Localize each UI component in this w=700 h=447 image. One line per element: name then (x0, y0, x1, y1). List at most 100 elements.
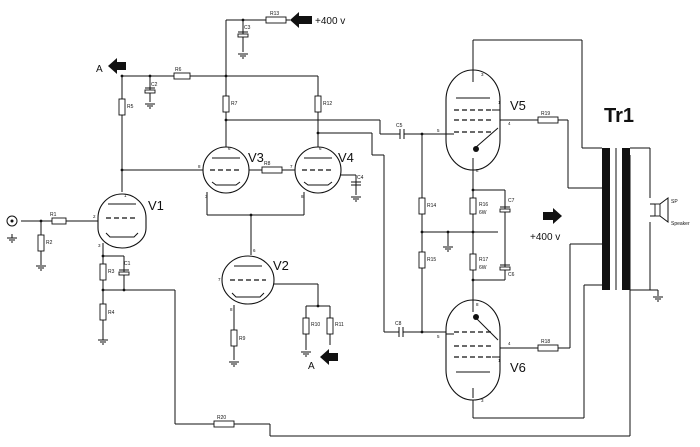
v4-pin7: 7 (290, 164, 293, 169)
v1-label: V1 (148, 198, 164, 213)
r17-label: R17 (479, 257, 488, 263)
resistor-r17: R17 6W (469, 253, 488, 271)
resistor-r2: R2 (37, 234, 53, 252)
v3-pin3: 3 (205, 194, 208, 199)
speaker-sp-label: SP (671, 199, 678, 205)
v6-pin1: 1 (498, 358, 501, 363)
capacitor-c6: C6 (499, 264, 515, 278)
r16-rating: 6W (479, 210, 487, 216)
resistor-r6: R6 (173, 67, 191, 80)
resistor-r5: R5 (118, 98, 134, 116)
v4-label: V4 (338, 150, 354, 165)
r13-label: R13 (270, 11, 279, 17)
ground-symbols (7, 53, 663, 367)
resistor-r11: R11 (326, 317, 344, 335)
r10-label: R10 (311, 322, 320, 328)
capacitor-c5: C5 (396, 123, 405, 139)
resistor-r7: R7 (222, 95, 238, 113)
resistor-r20: R20 (213, 415, 235, 428)
resistor-r15: R15 (418, 251, 436, 269)
resistor-r16: R16 6W (469, 197, 488, 216)
v2-label: V2 (273, 258, 289, 273)
c7-label: C7 (508, 198, 515, 204)
v6-pin4: 4 (508, 341, 511, 346)
resistor-r9: R9 (230, 329, 246, 347)
resistor-r4: R4 (99, 303, 115, 321)
resistor-r14: R14 (418, 197, 436, 215)
r17-rating: 6W (479, 265, 487, 271)
r18-label: R18 (541, 339, 550, 345)
r15-label: R15 (427, 257, 436, 263)
resistor-r12: R12 (314, 95, 332, 113)
v2-pin8: 8 (230, 307, 233, 312)
v1-pin3: 3 (98, 243, 101, 248)
supply-top-label: +400 v (315, 16, 345, 27)
r1-label: R1 (50, 212, 57, 218)
r7-label: R7 (231, 101, 238, 107)
r8-label: R8 (264, 161, 271, 167)
input-jack[interactable] (6, 215, 18, 227)
node-a-left-label: A (96, 64, 103, 75)
resistor-r13: R13 (265, 11, 287, 24)
r6-label: R6 (175, 67, 182, 73)
capacitor-c2: C2 (144, 82, 158, 94)
tube-v1: 1 2 3 V1 (93, 193, 164, 249)
v5-pin4: 4 (508, 121, 511, 126)
capacitor-c1: C1 (118, 261, 131, 276)
v6-pin3: 3 (481, 398, 484, 403)
supply-arrow-top: +400 v (290, 12, 345, 28)
r11-label: R11 (335, 322, 344, 328)
node-a-bottom-label: A (308, 361, 315, 372)
tube-v5: 3 1 4 5 8 V5 (437, 69, 526, 175)
output-transformer-tr1: Tr1 (602, 105, 634, 290)
node-arrow-a-left: A (96, 58, 126, 75)
tube-v4: 6 7 8 V4 (290, 146, 354, 199)
r19-label: R19 (541, 111, 550, 117)
resistor-r18: R18 (537, 339, 559, 352)
v2-pin6: 6 (253, 248, 256, 253)
node-arrow-a-bottom: A (308, 349, 338, 372)
v5-pin1: 1 (498, 100, 501, 105)
v6-label: V6 (510, 360, 526, 375)
r9-label: R9 (239, 336, 246, 342)
tube-v6: 8 1 4 5 3 V6 (437, 299, 526, 403)
v3-label: V3 (248, 150, 264, 165)
v3-pin6: 6 (228, 146, 231, 151)
c5-label: C5 (396, 123, 403, 129)
resistor-r10: R10 (302, 317, 320, 335)
r3-label: R3 (108, 269, 115, 275)
resistor-r1: R1 (50, 212, 67, 225)
capacitor-c4: C4 (351, 175, 364, 186)
v5-pin8: 8 (476, 168, 479, 173)
v6-pin5: 5 (437, 334, 440, 339)
resistor-r19: R19 (537, 111, 559, 124)
resistor-r8: R8 (261, 161, 283, 174)
c3-label: C3 (244, 25, 251, 31)
tube-v2: 6 7 8 V2 (218, 248, 289, 312)
supply-right-label: +400 v (530, 232, 560, 243)
speaker-name-label: Speaker (671, 221, 690, 227)
capacitor-c8: C8 (395, 321, 404, 337)
tube-v3: 6 8 3 V3 (198, 146, 264, 199)
supply-arrow-right: +400 v (530, 208, 562, 243)
r20-label: R20 (217, 415, 226, 421)
v6-pin8: 8 (476, 302, 479, 307)
r12-label: R12 (323, 101, 332, 107)
c2-label: C2 (151, 82, 158, 88)
v1-pin2: 2 (93, 214, 96, 219)
c8-label: C8 (395, 321, 402, 327)
v4-pin8: 8 (301, 194, 304, 199)
v2-pin7: 7 (218, 277, 221, 282)
v5-pin5: 5 (437, 128, 440, 133)
r5-label: R5 (127, 104, 134, 110)
c1-label: C1 (124, 261, 131, 267)
c4-label: C4 (357, 175, 364, 181)
c6-label: C6 (508, 272, 515, 278)
v5-pin3: 3 (481, 72, 484, 77)
r4-label: R4 (108, 310, 115, 316)
tr1-label: Tr1 (604, 105, 634, 127)
junction-dots (39, 18, 475, 334)
v1-pin1: 1 (124, 193, 127, 198)
